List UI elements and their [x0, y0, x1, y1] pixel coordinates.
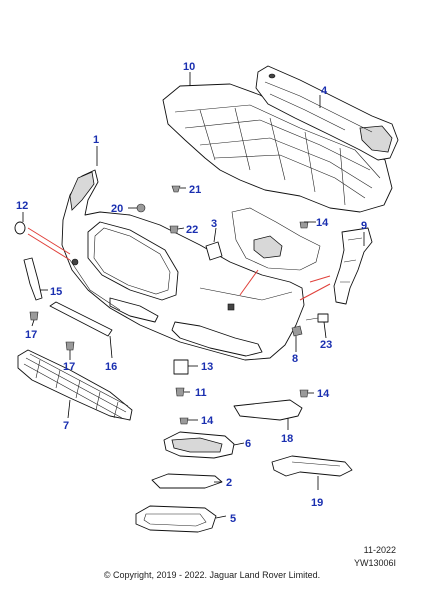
- callout-3[interactable]: 3: [211, 218, 217, 230]
- callout-18[interactable]: 18: [281, 433, 293, 445]
- callout-8[interactable]: 8: [292, 353, 298, 365]
- callout-16[interactable]: 16: [105, 361, 117, 373]
- callout-17a[interactable]: 17: [25, 329, 37, 341]
- callout-6[interactable]: 6: [245, 438, 251, 450]
- callout-2[interactable]: 2: [226, 477, 232, 489]
- callout-14a[interactable]: 14: [316, 217, 329, 229]
- bracket-part: [205, 241, 223, 261]
- crash-beam-part: [255, 65, 399, 161]
- diagram-date: 11-2022: [363, 545, 396, 555]
- fog-lamp-part: [163, 417, 235, 459]
- callout-11[interactable]: 11: [195, 387, 207, 399]
- lower-grille-part: [17, 349, 133, 421]
- callout-7[interactable]: 7: [63, 420, 69, 432]
- callout-15[interactable]: 15: [50, 286, 62, 298]
- bolt-part: [305, 313, 329, 323]
- callout-12[interactable]: 12: [16, 200, 28, 212]
- callout-1[interactable]: 1: [93, 134, 99, 146]
- side-bracket-part: [333, 227, 373, 305]
- bezel-part: [135, 505, 217, 533]
- leader-lines: [22, 72, 365, 519]
- side-strip-part: [23, 257, 43, 301]
- fasteners-part: [29, 311, 75, 351]
- callouts: 1 10 4 21 20 22 12 3 14 9 15 17 16 17 23…: [16, 61, 367, 525]
- callout-19[interactable]: 19: [311, 497, 323, 509]
- callout-22[interactable]: 22: [186, 224, 198, 236]
- inset-view: [231, 207, 331, 301]
- highlight-line: [27, 227, 71, 261]
- bumper-cover-part: [61, 169, 305, 361]
- callout-13[interactable]: 13: [201, 361, 213, 373]
- callout-17b[interactable]: 17: [63, 361, 75, 373]
- diagram-reference: YW13006I: [353, 558, 396, 568]
- callout-10[interactable]: 10: [183, 61, 195, 73]
- lower-strip-part: [49, 301, 113, 337]
- callout-9[interactable]: 9: [361, 220, 367, 232]
- clip-8-part: [291, 325, 303, 337]
- callout-21[interactable]: 21: [189, 184, 201, 196]
- undertray-part: [162, 83, 393, 213]
- trim-strip-part: [151, 473, 223, 489]
- bracket-13-part: [173, 359, 189, 397]
- trim-18-part: [233, 389, 309, 421]
- callout-14b[interactable]: 14: [317, 388, 330, 400]
- deflector-part: [271, 455, 353, 490]
- callout-4[interactable]: 4: [321, 85, 328, 97]
- callout-20[interactable]: 20: [111, 203, 123, 215]
- callout-5[interactable]: 5: [230, 513, 236, 525]
- callout-23[interactable]: 23: [320, 339, 332, 351]
- copyright-notice: © Copyright, 2019 - 2022. Jaguar Land Ro…: [103, 570, 321, 580]
- callout-14c[interactable]: 14: [201, 415, 214, 427]
- blanking-cap-part: [14, 221, 26, 235]
